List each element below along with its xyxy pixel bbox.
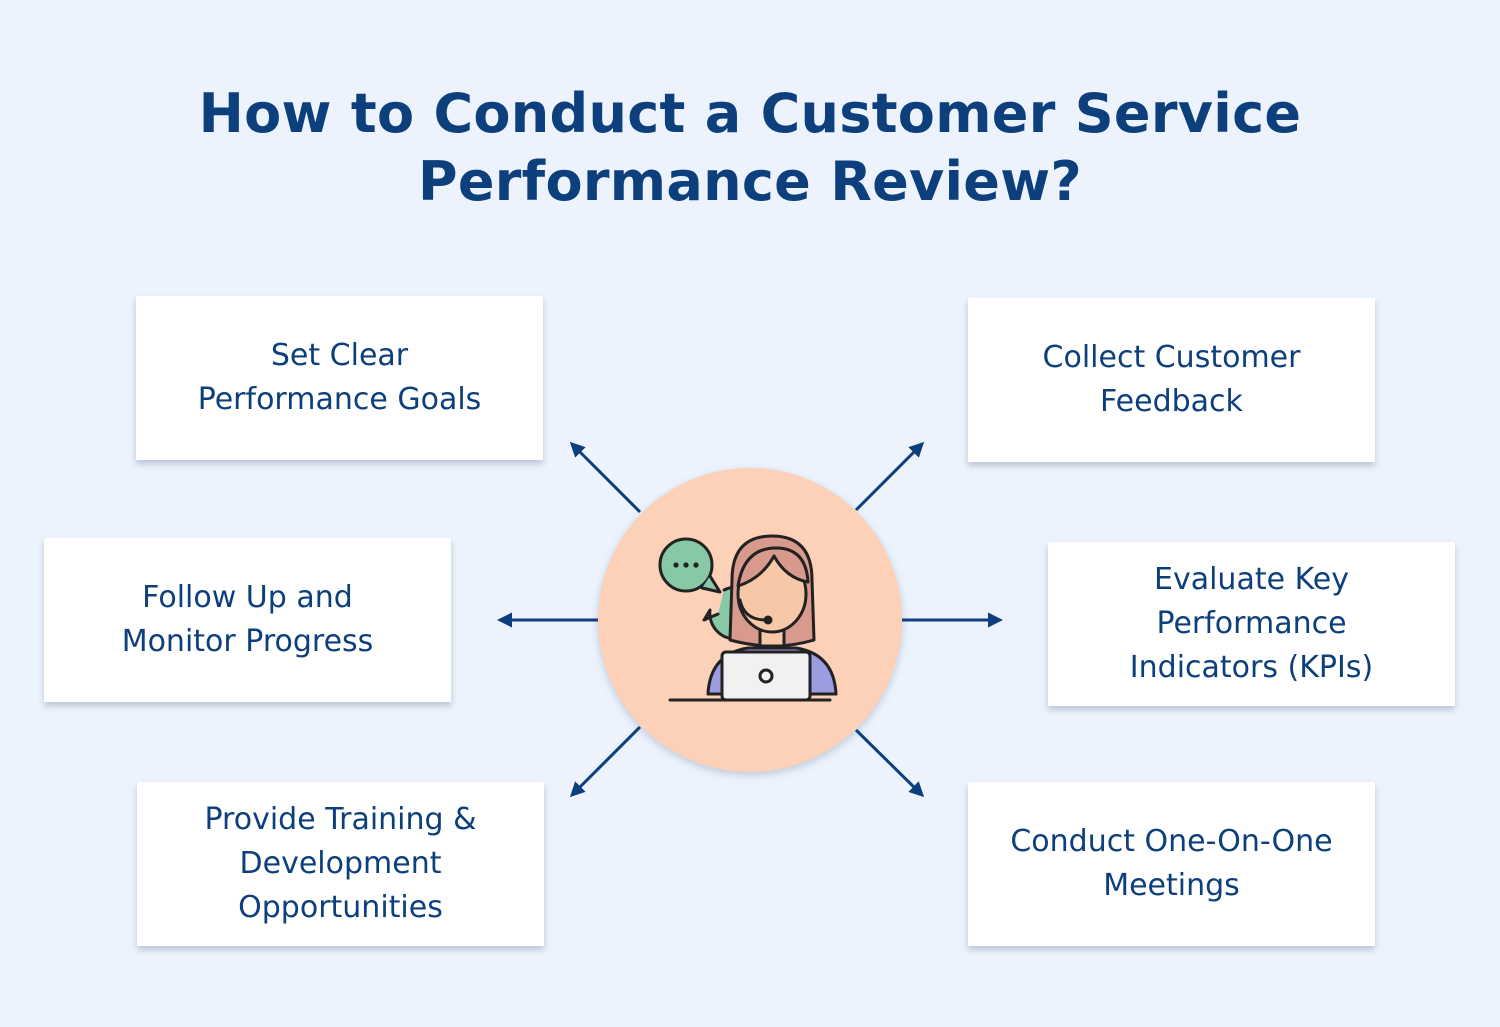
step-label-line: Opportunities	[238, 890, 443, 925]
step-label-line: Performance Goals	[197, 382, 482, 417]
step-label-line: Performance	[1156, 606, 1347, 641]
step-label-line: Provide Training &	[204, 802, 477, 837]
step-label: Follow Up and Monitor Progress	[122, 576, 374, 664]
step-label: Conduct One-On-One Meetings	[1010, 820, 1332, 908]
central-hub	[598, 468, 902, 772]
customer-service-agent-icon	[658, 534, 838, 702]
step-label-line: Evaluate Key	[1154, 562, 1349, 597]
step-label-line: Monitor Progress	[121, 624, 374, 659]
step-label-line: Conduct One-On-One	[1010, 824, 1333, 859]
step-label-line: Set Clear	[270, 338, 409, 373]
step-label-line: Meetings	[1103, 868, 1240, 903]
step-card-collect-feedback: Collect Customer Feedback	[968, 298, 1375, 462]
title-line-2: Performance Review?	[417, 150, 1083, 213]
step-label: Set Clear Performance Goals	[198, 334, 482, 422]
step-label-line: Collect Customer	[1042, 340, 1301, 375]
arrow-to-set-goals	[569, 441, 642, 514]
title-line-1: How to Conduct a Customer Service	[198, 82, 1302, 145]
step-card-follow-up: Follow Up and Monitor Progress	[44, 538, 451, 702]
arrow-to-collect-feedback	[854, 441, 925, 512]
step-label: Provide Training & Development Opportuni…	[204, 798, 476, 930]
step-label-line: Development	[239, 846, 442, 881]
step-label-line: Feedback	[1100, 384, 1243, 419]
step-card-set-clear-goals: Set Clear Performance Goals	[136, 296, 543, 460]
step-label-line: Follow Up and	[142, 580, 353, 615]
step-card-provide-training: Provide Training & Development Opportuni…	[137, 782, 544, 946]
step-card-evaluate-kpis: Evaluate Key Performance Indicators (KPI…	[1048, 542, 1455, 706]
arrow-to-provide-training	[569, 725, 642, 798]
step-label: Evaluate Key Performance Indicators (KPI…	[1130, 558, 1373, 690]
step-label-line: Indicators (KPIs)	[1129, 650, 1374, 685]
step-card-one-on-one: Conduct One-On-One Meetings	[968, 782, 1375, 946]
step-label: Collect Customer Feedback	[1043, 336, 1301, 424]
page-title: How to Conduct a Customer Service Perfor…	[0, 80, 1500, 216]
arrow-to-one-on-one	[854, 728, 925, 798]
